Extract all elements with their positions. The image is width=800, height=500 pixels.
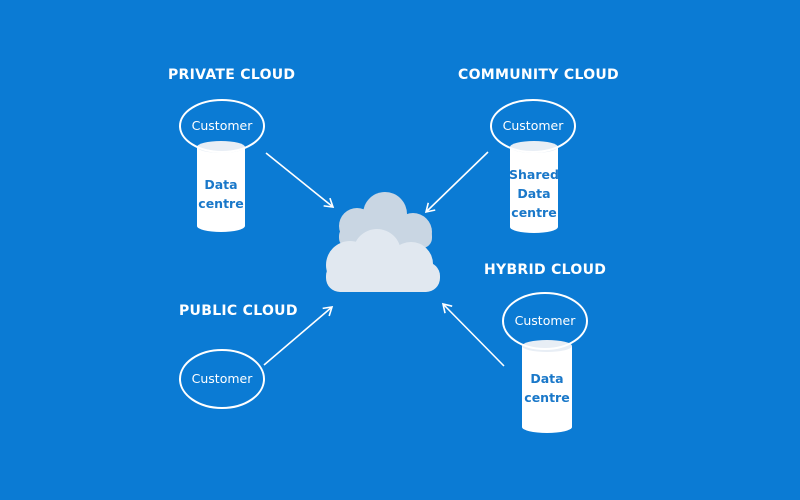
public-arrow [263, 306, 334, 366]
private-datacentre-cylinder [197, 141, 245, 232]
private-datacentre-label: Data centre [197, 175, 245, 213]
community-datacentre-line-1: Shared [509, 167, 559, 182]
private-customer-label: Customer [191, 118, 253, 133]
community-customer-ellipse [490, 99, 576, 153]
private-arrow [265, 152, 335, 208]
private-datacentre-line-2: centre [198, 196, 244, 211]
community-arrow [424, 151, 489, 214]
hybrid-arrow [441, 302, 505, 367]
hybrid-datacentre-line-2: centre [524, 390, 570, 405]
community-datacentre-line-2: Data [517, 186, 551, 201]
private-cloud-title: PRIVATE CLOUD [168, 67, 296, 83]
community-cloud-title: COMMUNITY CLOUD [458, 67, 619, 83]
private-datacentre-line-1: Data [204, 177, 238, 192]
hybrid-customer-label: Customer [514, 313, 576, 328]
hybrid-datacentre-cylinder [522, 340, 572, 433]
public-customer-ellipse [179, 349, 265, 409]
public-customer-label: Customer [191, 371, 253, 386]
hybrid-datacentre-line-1: Data [530, 371, 564, 386]
hybrid-customer-ellipse [502, 292, 588, 350]
hybrid-cloud-title: HYBRID CLOUD [484, 262, 607, 278]
community-customer-label: Customer [502, 118, 564, 133]
community-datacentre-line-3: centre [511, 205, 557, 220]
cloud-icon [326, 192, 440, 292]
public-cloud-title: PUBLIC CLOUD [179, 303, 298, 319]
hybrid-datacentre-label: Data centre [522, 369, 572, 407]
private-customer-ellipse [179, 99, 265, 153]
community-datacentre-label: Shared Data centre [506, 165, 562, 222]
